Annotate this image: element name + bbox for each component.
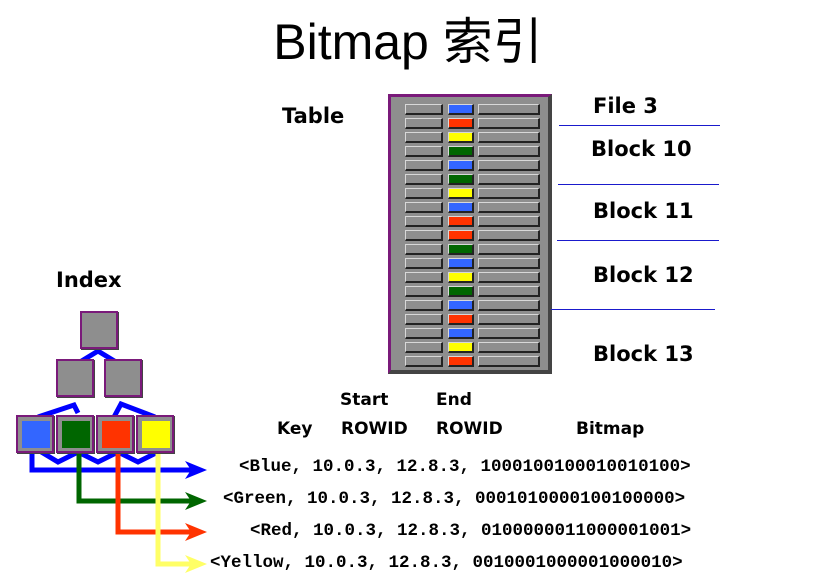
row-key-cell-red [448, 356, 474, 367]
row-data-cell [478, 230, 540, 241]
row-data-cell [478, 314, 540, 325]
row-data-cell [478, 244, 540, 255]
row-key-cell-green [448, 174, 474, 185]
row-key-cell-blue [448, 328, 474, 339]
row-data-cell [405, 258, 443, 269]
row-key-cell-green [448, 146, 474, 157]
row-key-cell-blue [448, 104, 474, 115]
row-key-cell-green [448, 244, 474, 255]
entry-yellow: <Yellow, 10.0.3, 12.8.3, 001000100000100… [210, 553, 683, 573]
block-label-13: Block 13 [593, 342, 694, 366]
row-data-cell [405, 132, 443, 143]
row-data-cell [405, 300, 443, 311]
arrowhead-yellow [185, 555, 207, 573]
header-start: Start [340, 390, 389, 410]
row-data-cell [405, 146, 443, 157]
row-data-cell [478, 342, 540, 353]
entry-red: <Red, 10.0.3, 12.8.3, 010000001100000100… [250, 521, 692, 541]
leaf-node-blue [16, 415, 55, 454]
row-key-cell-blue [448, 160, 474, 171]
row-key-cell-red [448, 230, 474, 241]
row-data-cell [478, 104, 540, 115]
row-data-cell [478, 188, 540, 199]
row-data-cell [405, 174, 443, 185]
row-data-cell [405, 272, 443, 283]
tree-node-right [104, 359, 143, 398]
row-key-cell-yellow [448, 132, 474, 143]
header-key: Key [277, 419, 313, 439]
row-data-cell [478, 118, 540, 129]
file-label: File 3 [593, 94, 658, 118]
block-label-11: Block 11 [593, 199, 694, 223]
row-data-cell [478, 132, 540, 143]
row-key-cell-blue [448, 258, 474, 269]
arrowhead-red [185, 523, 207, 541]
arrowhead-blue [185, 461, 207, 479]
row-data-cell [478, 272, 540, 283]
leaf-node-yellow [136, 415, 175, 454]
row-data-cell [478, 202, 540, 213]
row-data-cell [405, 328, 443, 339]
row-data-cell [478, 286, 540, 297]
row-key-cell-yellow [448, 342, 474, 353]
row-key-cell-blue [448, 202, 474, 213]
row-key-cell-blue [448, 300, 474, 311]
block-divider [557, 240, 719, 241]
tree-connectors [36, 348, 160, 465]
block-divider [551, 309, 715, 310]
leaf-node-red [96, 415, 135, 454]
header-start-rowid: ROWID [341, 419, 408, 439]
row-data-cell [405, 160, 443, 171]
arrow-yellow [155, 452, 195, 567]
row-data-cell [405, 342, 443, 353]
row-data-cell [478, 300, 540, 311]
header-end-rowid: ROWID [436, 419, 503, 439]
row-data-cell [478, 356, 540, 367]
arrow-blue [29, 452, 195, 473]
row-data-cell [478, 258, 540, 269]
row-data-cell [478, 174, 540, 185]
row-data-cell [405, 118, 443, 129]
row-key-cell-yellow [448, 272, 474, 283]
row-data-cell [478, 328, 540, 339]
entry-blue: <Blue, 10.0.3, 12.8.3, 10001001000100101… [239, 457, 691, 477]
row-key-cell-red [448, 118, 474, 129]
block-label-10: Block 10 [591, 137, 692, 161]
row-data-cell [405, 314, 443, 325]
row-data-cell [405, 188, 443, 199]
tree-node-root [80, 311, 119, 350]
block-divider [558, 184, 719, 185]
row-data-cell [405, 230, 443, 241]
arrow-red [115, 452, 195, 535]
row-data-cell [478, 216, 540, 227]
row-key-cell-yellow [448, 188, 474, 199]
row-data-cell [405, 216, 443, 227]
row-key-cell-red [448, 314, 474, 325]
header-end: End [436, 390, 472, 410]
row-key-cell-red [448, 216, 474, 227]
arrowhead-green [185, 492, 207, 510]
row-data-cell [405, 104, 443, 115]
entry-green: <Green, 10.0.3, 12.8.3, 0001010000100100… [223, 489, 686, 509]
page-title: Bitmap 索引 [273, 14, 543, 70]
block-label-12: Block 12 [593, 263, 694, 287]
row-data-cell [405, 286, 443, 297]
block-divider [559, 125, 720, 126]
row-data-cell [405, 356, 443, 367]
header-bitmap: Bitmap [576, 419, 645, 439]
row-key-cell-green [448, 286, 474, 297]
leaf-node-green [56, 415, 95, 454]
table-label: Table [282, 104, 345, 128]
table-graphic [388, 94, 552, 374]
row-data-cell [405, 202, 443, 213]
row-data-cell [478, 160, 540, 171]
row-data-cell [405, 244, 443, 255]
index-label: Index [56, 268, 122, 292]
tree-node-left [56, 359, 95, 398]
row-data-cell [478, 146, 540, 157]
